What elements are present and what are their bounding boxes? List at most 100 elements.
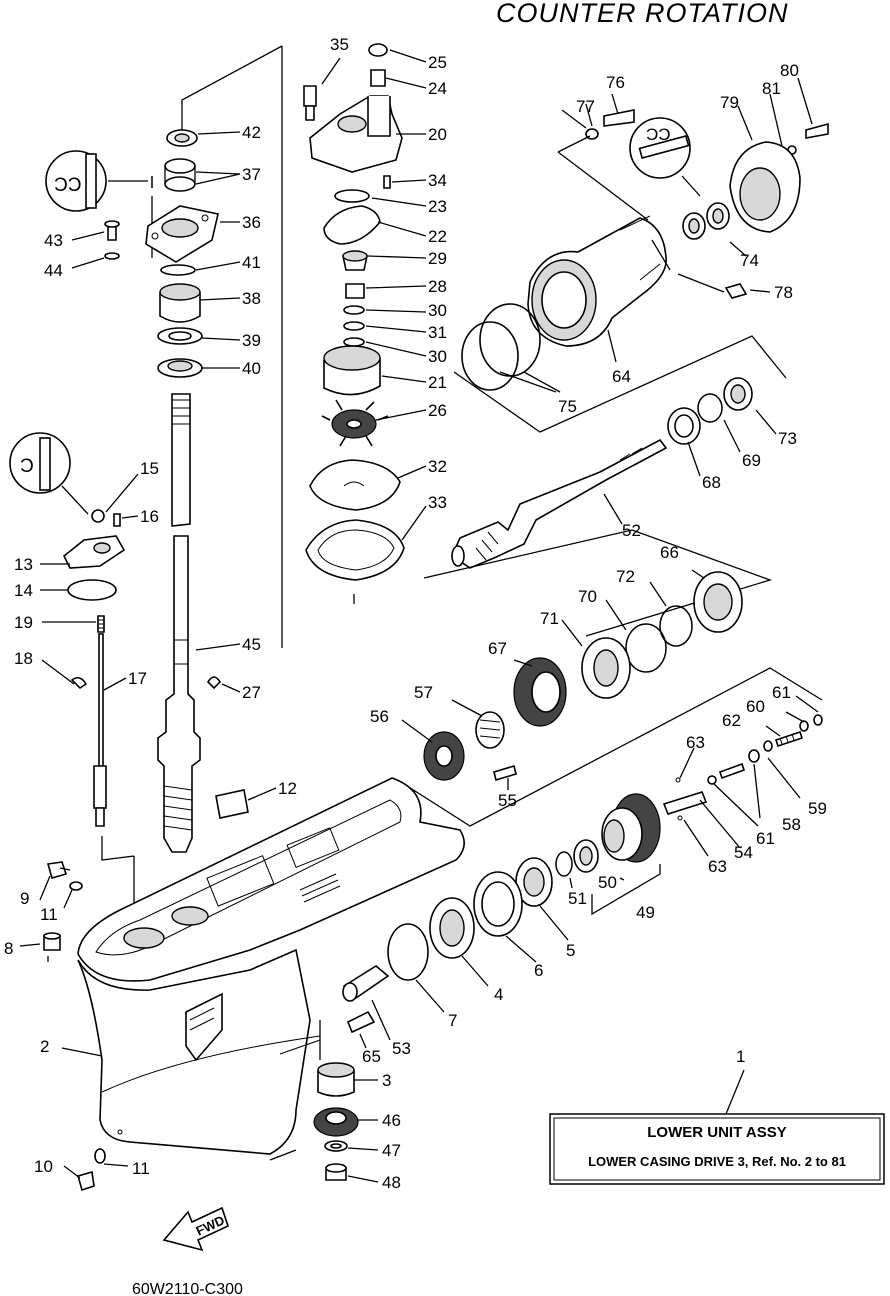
- label-34: 34: [428, 171, 447, 190]
- assembly-subtitle: LOWER CASING DRIVE 3, Ref. No. 2 to 81: [588, 1154, 846, 1169]
- propeller-shaft-group: [423, 377, 773, 637]
- label-48: 48: [382, 1173, 401, 1192]
- label-72: 72: [616, 567, 635, 586]
- label-5: 5: [566, 941, 575, 960]
- lower-casing-group: [43, 777, 465, 1192]
- label-8: 8: [4, 939, 13, 958]
- label-44: 44: [44, 261, 63, 280]
- label-70: 70: [578, 587, 597, 606]
- label-62: 62: [722, 711, 741, 730]
- label-28: 28: [428, 277, 447, 296]
- label-26: 26: [428, 401, 447, 420]
- label-60: 60: [746, 697, 765, 716]
- water-pump-group: [303, 43, 405, 604]
- drive-shaft-group: [104, 45, 283, 853]
- label-80: 80: [780, 61, 799, 80]
- label-10: 10: [34, 1157, 53, 1176]
- label-21: 21: [428, 373, 447, 392]
- label-30a: 30: [428, 301, 447, 320]
- leader-lines: [19, 49, 819, 1183]
- label-18: 18: [14, 649, 33, 668]
- label-11a: 11: [40, 905, 58, 924]
- label-7: 7: [448, 1011, 457, 1030]
- label-68: 68: [702, 473, 721, 492]
- label-56: 56: [370, 707, 389, 726]
- label-57: 57: [414, 683, 433, 702]
- diagram-code: 60W2110-C300: [132, 1281, 243, 1296]
- label-11b: 11: [132, 1159, 150, 1178]
- label-79: 79: [720, 93, 739, 112]
- label-32: 32: [428, 457, 447, 476]
- label-4: 4: [494, 985, 503, 1004]
- label-77: 77: [576, 97, 595, 116]
- seal-detail-callout: ƆƆ: [45, 150, 153, 212]
- label-59: 59: [808, 799, 827, 818]
- label-38: 38: [242, 289, 261, 308]
- label-69: 69: [742, 451, 761, 470]
- label-74: 74: [740, 251, 759, 270]
- label-64: 64: [612, 367, 631, 386]
- label-46: 46: [382, 1111, 401, 1130]
- label-49: 49: [636, 903, 655, 922]
- part-number-labels: 35 2 5 24 20 34 23 22 29 28 30 31 30 21 2…: [4, 35, 827, 1192]
- label-20: 20: [428, 125, 447, 144]
- lower-bearing-group: [387, 857, 553, 981]
- label-13: 13: [14, 555, 33, 574]
- label-16: 16: [140, 507, 159, 526]
- label-47: 47: [382, 1141, 401, 1160]
- label-9: 9: [20, 889, 29, 908]
- bearing-housing-group: ƆƆ: [453, 109, 829, 433]
- label-40: 40: [242, 359, 261, 378]
- label-78: 78: [774, 283, 793, 302]
- label-19: 19: [14, 613, 33, 632]
- label-73: 73: [778, 429, 797, 448]
- label-22: 22: [428, 227, 447, 246]
- label-14: 14: [14, 581, 33, 600]
- shift-plunger-group: [555, 714, 823, 916]
- svg-text:ƆƆ: ƆƆ: [646, 125, 671, 144]
- label-15: 15: [140, 459, 159, 478]
- label-63a: 63: [686, 733, 705, 752]
- label-31: 31: [428, 323, 447, 342]
- label-27: 27: [242, 683, 261, 702]
- label-52: 52: [622, 521, 641, 540]
- assembly-ref-label: 1: [736, 1047, 745, 1066]
- label-36: 36: [242, 213, 261, 232]
- label-66: 66: [660, 543, 679, 562]
- label-35: 35: [330, 35, 349, 54]
- label-23: 23: [428, 197, 447, 216]
- diagram-title: COUNTER ROTATION: [496, 0, 789, 28]
- shift-detail-callout: Ɔ: [9, 432, 89, 515]
- label-55: 55: [498, 791, 517, 810]
- label-39: 39: [242, 331, 261, 350]
- label-67: 67: [488, 639, 507, 658]
- label-2: 2: [40, 1037, 49, 1056]
- label-76: 76: [606, 73, 625, 92]
- label-50: 50: [598, 873, 617, 892]
- gear-assembly-group: [206, 571, 823, 827]
- label-30b: 30: [428, 347, 447, 366]
- label-17: 17: [128, 669, 147, 688]
- forward-direction-arrow: FWD: [162, 1206, 229, 1252]
- label-43: 43: [44, 231, 63, 250]
- label-54: 54: [734, 843, 753, 862]
- svg-text:ƆƆ: ƆƆ: [54, 175, 81, 196]
- label-63b: 63: [708, 857, 727, 876]
- label-41: 41: [242, 253, 261, 272]
- label-6: 6: [534, 961, 543, 980]
- label-37: 37: [242, 165, 261, 184]
- assembly-title: LOWER UNIT ASSY: [647, 1124, 786, 1141]
- label-51: 51: [568, 889, 587, 908]
- label-61b: 61: [756, 829, 775, 848]
- label-58: 58: [782, 815, 801, 834]
- label-75: 75: [558, 397, 577, 416]
- label-61a: 61: [772, 683, 791, 702]
- label-71: 71: [540, 609, 559, 628]
- label-24: 24: [428, 79, 447, 98]
- shift-rod-group: [62, 509, 135, 940]
- label-33: 33: [428, 493, 447, 512]
- label-81: 81: [762, 79, 781, 98]
- label-42: 42: [242, 123, 261, 142]
- label-29: 29: [428, 249, 447, 268]
